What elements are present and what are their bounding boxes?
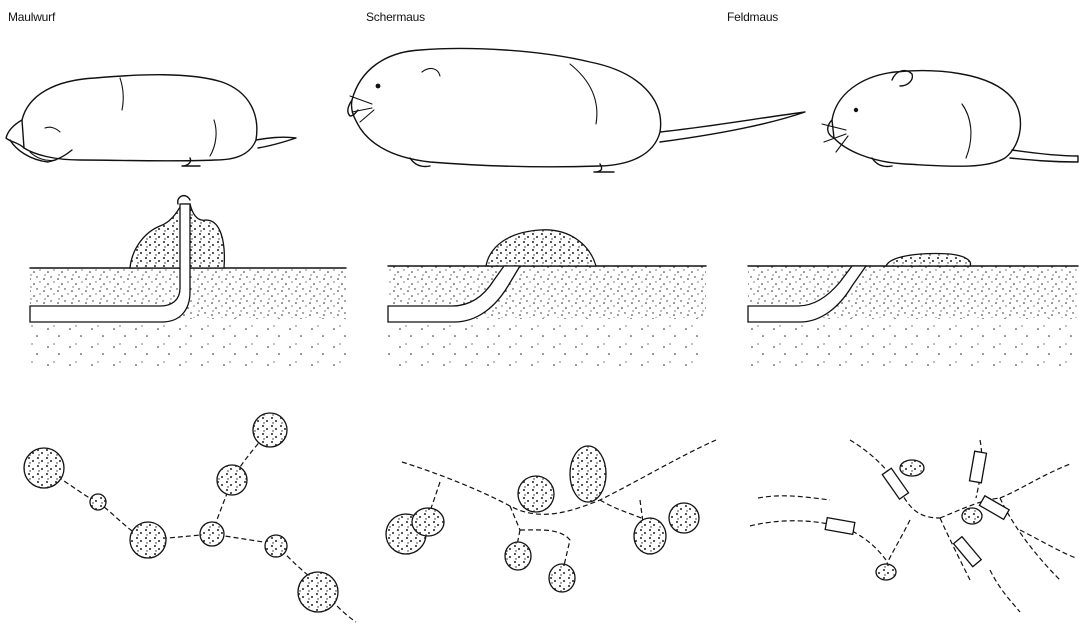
mole-hill	[265, 535, 287, 557]
vole-hill	[634, 518, 666, 554]
water-vole-illustration	[348, 49, 805, 173]
mole-hill	[130, 522, 166, 558]
field-vole-illustration	[822, 71, 1078, 167]
vole-mound	[876, 564, 896, 580]
mole-hill	[298, 572, 338, 612]
mole-hill	[200, 522, 224, 546]
vole-hill	[412, 508, 444, 536]
vole-hill	[549, 564, 575, 592]
mole-illustration	[6, 75, 296, 166]
mole-hill	[90, 494, 106, 510]
field-vole-tunnel-map	[750, 440, 1076, 612]
water-vole-soil-section	[388, 230, 706, 368]
vole-mound	[962, 508, 982, 524]
vole-hill	[570, 446, 606, 502]
mole-tunnel-map	[24, 413, 356, 622]
mole-soil-section	[30, 196, 346, 370]
water-vole-tunnel-map	[386, 440, 716, 592]
vole-mound	[900, 460, 924, 476]
mole-hill	[24, 448, 64, 488]
mole-hill	[253, 413, 287, 447]
field-vole-soil-section	[748, 254, 1078, 369]
mole-hill	[217, 465, 247, 495]
vole-hill	[518, 476, 554, 512]
vole-hill	[669, 503, 699, 533]
vole-hill	[505, 542, 531, 570]
